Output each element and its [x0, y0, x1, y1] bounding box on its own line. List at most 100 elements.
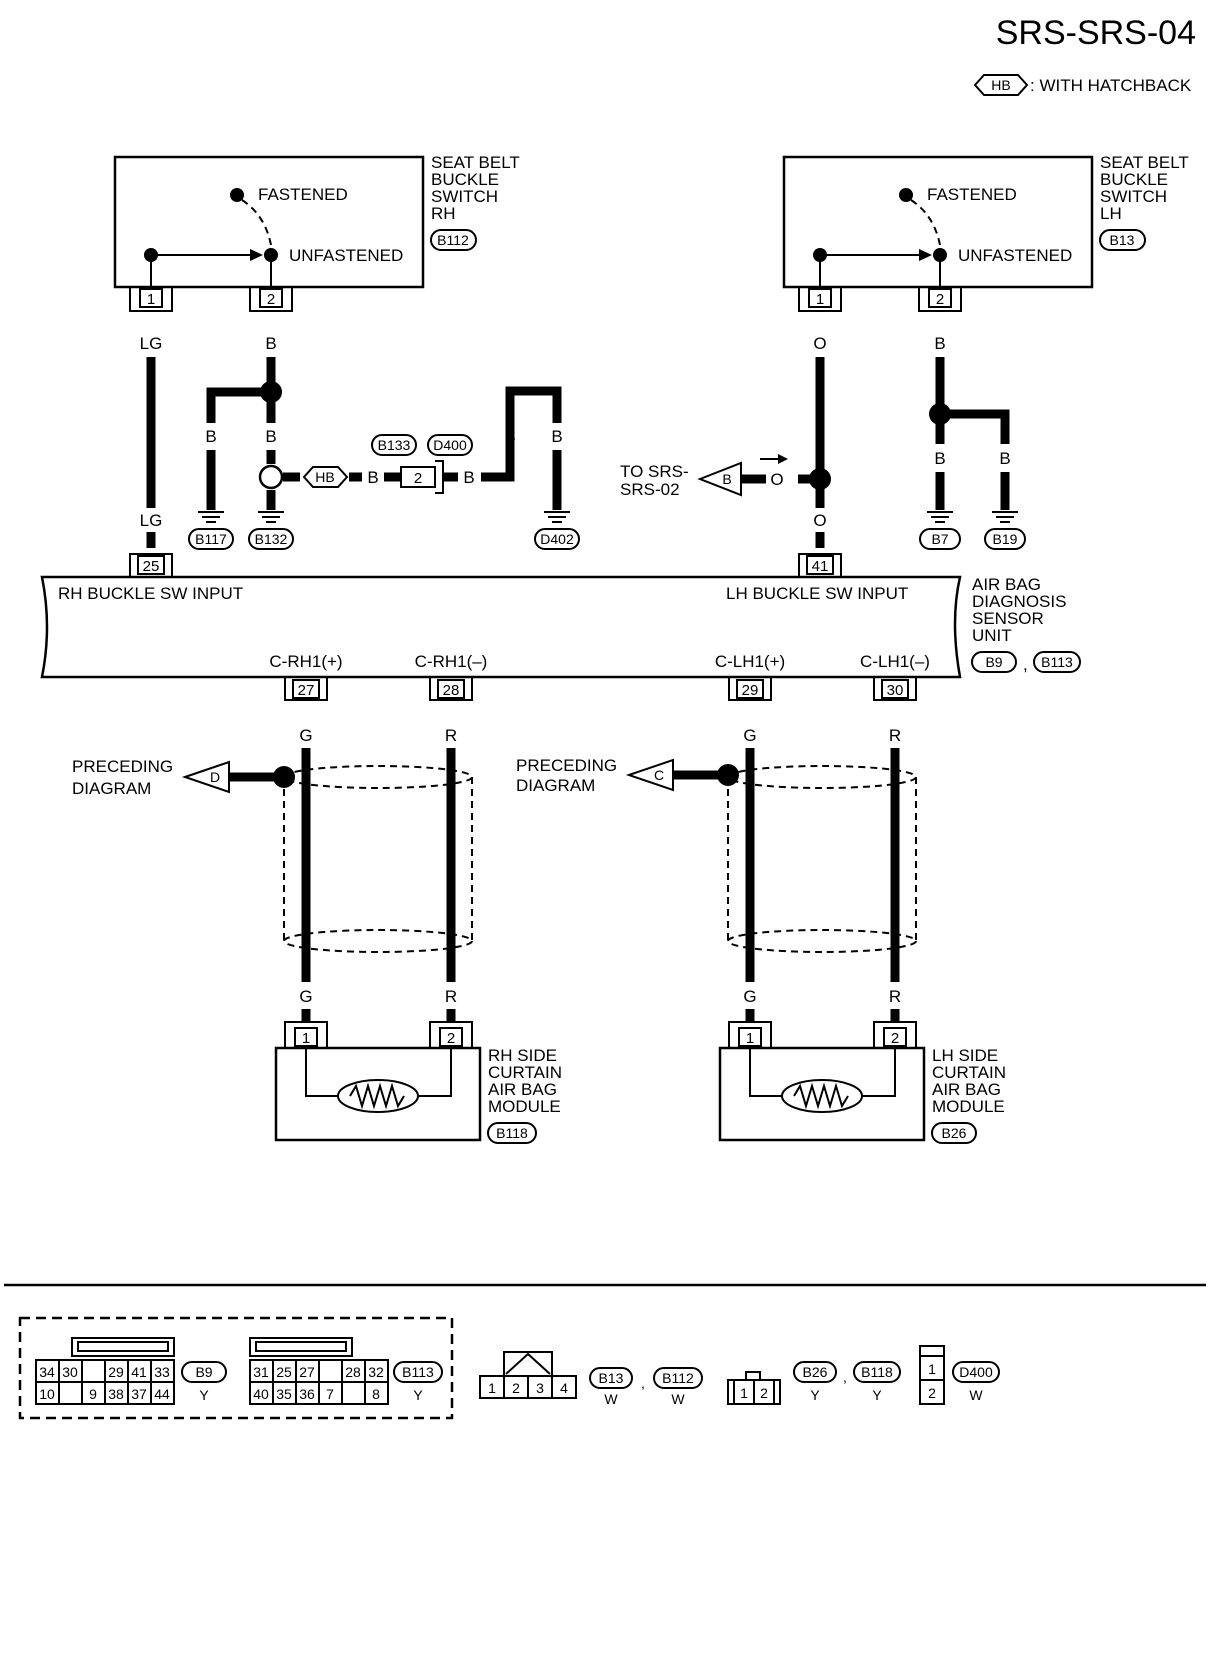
pin-number: 29 — [742, 682, 759, 699]
cavity-number: 2 — [928, 1385, 936, 1401]
connector-tag — [487, 1122, 537, 1144]
cavity-number: 4 — [560, 1380, 568, 1396]
hb-symbol-text: HB — [315, 469, 334, 485]
connector-color: W — [604, 1391, 618, 1407]
separator: , — [1023, 655, 1028, 674]
cavity-number: 33 — [154, 1364, 170, 1380]
seat-belt-buckle-switch-lh: FASTENED UNFASTENED SEAT BELT BUCKLE SWI… — [782, 153, 1189, 312]
component-name: AIR BAG — [932, 1080, 1001, 1099]
cavity-number: 41 — [131, 1364, 147, 1380]
connector-tag — [534, 528, 580, 550]
connector-tag — [1033, 651, 1081, 673]
connector-id: B133 — [378, 437, 411, 453]
component-name: SEAT BELT — [1100, 153, 1189, 172]
wire-color: R — [889, 987, 901, 1006]
wire-color: B — [999, 449, 1010, 468]
hb-legend-text: : WITH HATCHBACK — [1030, 76, 1192, 95]
separator: , — [843, 1369, 847, 1385]
unfastened-label-rh: UNFASTENED — [289, 246, 403, 265]
component-name: LH SIDE — [932, 1046, 998, 1065]
page-code: SRS-SRS-04 — [996, 14, 1196, 52]
wire-color: G — [299, 726, 312, 745]
cavity-number: 37 — [131, 1386, 147, 1402]
pin-bracket — [249, 287, 293, 312]
reference-text: PRECEDING — [516, 756, 617, 775]
connector-tag — [984, 528, 1026, 550]
component-name: DIAGNOSIS — [972, 592, 1066, 611]
cavity-number: 44 — [154, 1386, 170, 1402]
ground-id: B117 — [195, 531, 227, 547]
connector-id: B113 — [1041, 654, 1073, 670]
pin-number: 1 — [746, 1030, 754, 1047]
connector-id: D400 — [959, 1364, 993, 1380]
ground-id: B132 — [255, 531, 288, 547]
component-name: LH — [1100, 204, 1122, 223]
connector-views: 34 30 29 41 33 10 9 38 37 44 B9 Y — [18, 1316, 1000, 1420]
reference-tag: B — [722, 471, 731, 487]
hatchback-legend: HB : WITH HATCHBACK — [973, 74, 1192, 96]
component-name: SWITCH — [431, 187, 498, 206]
pin-number: 2 — [891, 1030, 899, 1047]
reference-tag: D — [210, 769, 220, 785]
fastened-label-lh: FASTENED — [927, 185, 1017, 204]
lh-side-curtain-air-bag-module: 1 2 LH SIDE CURTAIN AIR BAG MODULE B26 — [718, 1021, 1006, 1144]
reference-tag: C — [654, 767, 664, 783]
fastened-contact-lh — [899, 188, 913, 202]
connector-color: W — [969, 1387, 983, 1403]
component-name: AIR BAG — [488, 1080, 557, 1099]
connector-tag — [919, 528, 961, 550]
reference-text: PRECEDING — [72, 757, 173, 776]
connector-view-d400: 1 2 D400 W — [919, 1345, 1000, 1405]
shield-top — [727, 765, 917, 789]
component-name: MODULE — [932, 1097, 1005, 1116]
rh-buckle-wiring: LG LG B B B117 B B132 HB B 2 — [140, 334, 580, 550]
reference-flag — [625, 758, 674, 792]
connector-tag — [427, 434, 473, 456]
connector-tag — [371, 434, 417, 456]
connector-id: B13 — [1110, 232, 1135, 248]
connector-color: Y — [413, 1387, 423, 1403]
pin-bracket — [873, 1021, 917, 1048]
reference-flag — [181, 760, 230, 794]
ground-id: D402 — [540, 531, 574, 547]
wire-color: B — [934, 334, 945, 353]
shield-bottom — [727, 929, 917, 953]
rh-curtain-wiring: G R D PRECEDING DIAGRAM G R — [72, 726, 473, 1022]
pin-bracket — [429, 1021, 473, 1048]
cavity-number: 27 — [299, 1364, 315, 1380]
reference-text: SRS-02 — [620, 480, 680, 499]
cavity-number: 40 — [253, 1386, 269, 1402]
reference-text: TO SRS- — [620, 462, 689, 481]
cavity-number: 38 — [108, 1386, 124, 1402]
splice — [273, 766, 295, 788]
connector-tag — [181, 1361, 227, 1383]
connector-view-b9: 34 30 29 41 33 10 9 38 37 44 B9 Y — [35, 1337, 227, 1405]
connector-view-2pin: 1 2 B26 Y , B118 Y — [727, 1361, 901, 1405]
switch-arrow-lh — [919, 249, 932, 261]
pin-number: 27 — [298, 682, 315, 699]
component-name: UNIT — [972, 626, 1012, 645]
connector-color: W — [671, 1391, 685, 1407]
switch-arrow-rh — [250, 249, 263, 261]
buckle-lh-box — [782, 155, 1094, 289]
cavity-number: 2 — [760, 1385, 768, 1401]
pin-number: 1 — [147, 291, 155, 308]
connector-id: B9 — [195, 1364, 212, 1380]
pin-bracket — [918, 287, 962, 312]
shield-bottom — [283, 929, 473, 953]
pin-bracket — [728, 677, 772, 701]
terminal-label: C-RH1(+) — [269, 652, 342, 671]
wire-color: R — [445, 726, 457, 745]
hb-symbol-text: HB — [991, 77, 1010, 93]
reference-text: DIAGRAM — [72, 779, 151, 798]
lh-buckle-sw-input-label: LH BUCKLE SW INPUT — [726, 584, 908, 603]
connector-tag — [1099, 229, 1146, 251]
switch-arm-rh — [241, 199, 272, 246]
switch-arm-lh — [910, 199, 941, 246]
pin-number: 2 — [414, 470, 422, 487]
pin-bracket — [798, 287, 842, 312]
pin-bracket — [284, 677, 328, 701]
squib-resistor — [793, 1082, 849, 1110]
fastened-contact-rh — [230, 188, 244, 202]
cavity-number: 36 — [299, 1386, 315, 1402]
